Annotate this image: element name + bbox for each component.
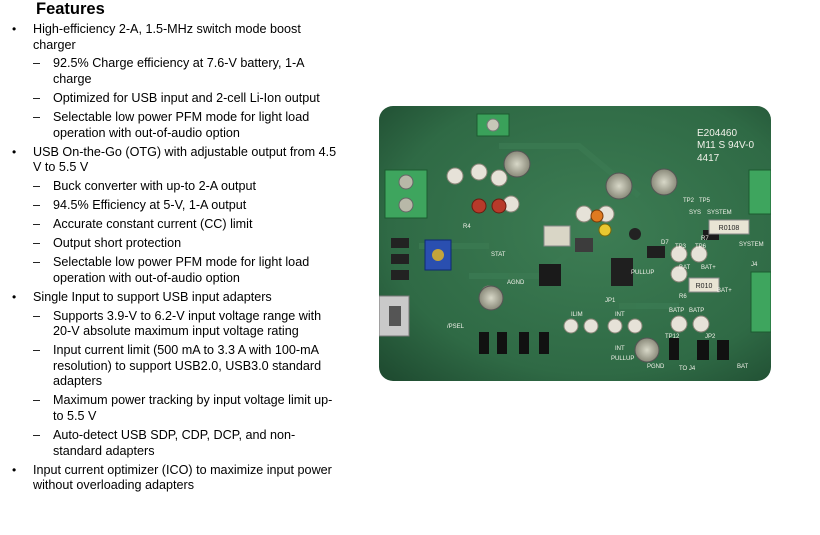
silkscreen-label: PGND [647,364,665,370]
silkscreen-label: INT [615,346,625,352]
feature-sublist: –Supports 3.9-V to 6.2-V input voltage r… [33,309,342,460]
sub-feature-text: Supports 3.9-V to 6.2-V input voltage ra… [53,308,322,339]
sub-feature-text: 92.5% Charge efficiency at 7.6-V battery… [53,56,304,86]
silkscreen-label: TP6 [695,244,707,250]
dash-icon: – [33,255,41,270]
features-title: Features [36,0,105,18]
sub-feature-item: –Optimized for USB input and 2-cell Li-I… [33,91,342,107]
feature-sublist: –Buck converter with up-to 2-A output –9… [33,179,342,287]
sub-feature-item: –92.5% Charge efficiency at 7.6-V batter… [33,56,342,87]
silkscreen-label: STAT [491,252,506,258]
dash-icon: – [33,197,41,212]
board-rating-label: M11 S 94V-0 [697,140,755,151]
sub-feature-item: –Input current limit (500 mA to 3.3 A wi… [33,343,342,390]
feature-item: • USB On-the-Go (OTG) with adjustable ou… [12,145,342,287]
sub-feature-text: Input current limit (500 mA to 3.3 A wit… [53,343,322,389]
dash-icon: – [33,178,41,193]
board-id-label: E204460 [697,128,737,139]
feature-item: • High-efficiency 2-A, 1.5-MHz switch mo… [12,22,342,141]
dash-icon: – [33,109,41,124]
silkscreen-label: TP2 [683,198,695,204]
feature-item: • Input current optimizer (ICO) to maxim… [12,463,342,494]
silkscreen-label: PULLUP [611,356,634,362]
sub-feature-item: –Output short protection [33,236,342,252]
feature-text: Input current optimizer (ICO) to maximiz… [33,462,332,493]
ic-chip [539,264,561,286]
silkscreen-label: JP1 [605,298,616,304]
silkscreen-label: TO J4 [679,366,696,372]
silkscreen-label: ILIM [571,312,583,318]
silkscreen-label: TP5 [699,198,711,204]
silkscreen-label: D7 [661,240,669,246]
silkscreen-label: SYS [689,210,701,216]
sub-feature-item: –Accurate constant current (CC) limit [33,217,342,233]
dash-icon: – [33,56,41,71]
silkscreen-label: TP3 [675,244,687,250]
black-test-point [629,228,641,240]
feature-item: • Single Input to support USB input adap… [12,290,342,459]
features-list: • High-efficiency 2-A, 1.5-MHz switch mo… [12,22,342,494]
sub-feature-text: Output short protection [53,236,182,251]
battery-terminal [750,271,771,333]
bullet-icon: • [12,289,17,304]
silkscreen-label: BATP [669,308,684,314]
sense-resistor-bat [688,277,720,293]
bullet-icon: • [12,144,17,159]
feature-text: High-efficiency 2-A, 1.5-MHz switch mode… [33,22,301,52]
silkscreen-label: SYSTEM [707,210,732,216]
features-panel: Features • High-efficiency 2-A, 1.5-MHz … [12,0,342,497]
silkscreen-label: PULLUP [631,270,654,276]
feature-sublist: –92.5% Charge efficiency at 7.6-V batter… [33,56,342,141]
sub-feature-item: –Supports 3.9-V to 6.2-V input voltage r… [33,309,342,340]
sub-feature-text: Selectable low power PFM mode for light … [53,109,310,140]
sense-resistor-sys [708,219,750,235]
feature-text: USB On-the-Go (OTG) with adjustable outp… [33,144,337,175]
yellow-test-point [598,223,612,237]
sub-feature-text: Buck converter with up-to 2-A output [53,178,257,193]
silkscreen-label: R6 [679,294,687,300]
date-code-label: 4417 [697,153,720,164]
bullet-icon: • [12,462,17,477]
dash-icon: – [33,308,41,323]
silkscreen-label: INT [615,312,625,318]
system-terminal [748,169,771,215]
sub-feature-item: –Maximum power tracking by input voltage… [33,393,342,424]
sub-feature-item: –94.5% Efficiency at 5-V, 1-A output [33,198,342,214]
silkscreen-label: BATP [689,308,704,314]
silkscreen-label: BAT+ [717,288,732,294]
sub-feature-text: 94.5% Efficiency at 5-V, 1-A output [53,197,247,212]
feature-text: Single Input to support USB input adapte… [33,289,272,304]
sub-feature-text: Selectable low power PFM mode for light … [53,255,310,285]
sub-feature-text: Optimized for USB input and 2-cell Li-Io… [53,90,320,105]
silkscreen-label: AGND [507,280,525,286]
dash-icon: – [33,343,41,358]
silkscreen-label: BAT [679,265,691,271]
silkscreen-label: R7 [701,236,709,242]
dash-icon: – [33,90,41,105]
sub-feature-text: Auto-detect USB SDP, CDP, DCP, and non-s… [53,428,296,458]
silkscreen-label: BAT [737,364,749,370]
sub-feature-item: –Auto-detect USB SDP, CDP, DCP, and non-… [33,428,342,459]
sub-feature-text: Accurate constant current (CC) limit [53,217,253,232]
dash-icon: – [33,217,41,232]
silkscreen-label: /PSEL [447,324,465,330]
resistor-label: R0108 [719,225,740,232]
silkscreen-label: R4 [463,224,471,230]
orange-test-point [590,209,604,223]
silkscreen-label: J4 [751,262,758,268]
sub-feature-item: –Selectable low power PFM mode for light… [33,110,342,141]
dash-icon: – [33,428,41,443]
sub-feature-item: –Buck converter with up-to 2-A output [33,179,342,195]
evm-board-photo: R0108 R010 E204460 M11 S 94V-0 4417 SYS … [379,106,771,381]
resistor-label: R010 [696,283,713,290]
bullet-icon: • [12,22,17,36]
dash-icon: – [33,236,41,251]
silkscreen-label: JP2 [705,334,716,340]
silkscreen-label: TP12 [665,334,680,340]
dash-icon: – [33,393,41,408]
silkscreen-label: SYSTEM [739,242,764,248]
silkscreen-label: BAT+ [701,265,716,271]
sub-feature-text: Maximum power tracking by input voltage … [53,393,333,424]
sub-feature-item: –Selectable low power PFM mode for light… [33,255,342,286]
